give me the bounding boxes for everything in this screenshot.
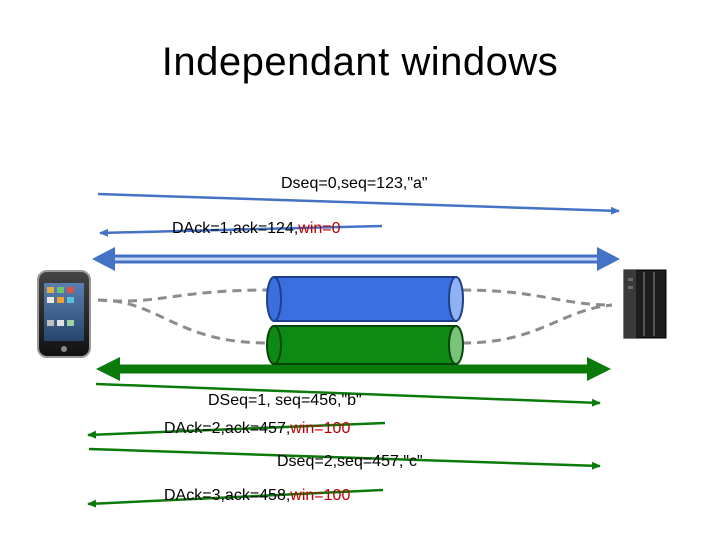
ack-text: DAck=3,ack=458, bbox=[164, 487, 291, 504]
ack-text: DAck=1,ack=124, bbox=[172, 220, 299, 237]
message-label-3: DSeq=1, seq=456,"b" bbox=[208, 392, 362, 409]
message-label-1: Dseq=0,seq=123,"a" bbox=[281, 175, 428, 192]
arrow-m6 bbox=[87, 488, 384, 508]
server-tower-icon bbox=[623, 269, 667, 339]
blue-link-arrow bbox=[92, 247, 620, 271]
smartphone-icon bbox=[37, 270, 91, 358]
message-label-6: DAck=3,ack=458,win=100 bbox=[164, 487, 350, 505]
window-value: win=100 bbox=[290, 420, 351, 437]
message-label-2: DAck=1,ack=124,win=0 bbox=[172, 220, 341, 238]
arrow-m5 bbox=[88, 447, 601, 470]
green-link-arrow bbox=[96, 357, 611, 381]
subflow-dashed-paths bbox=[97, 288, 613, 345]
window-value: win=0 bbox=[298, 220, 341, 237]
blue-subflow-tube bbox=[266, 276, 464, 322]
arrow-m4 bbox=[87, 421, 386, 439]
ack-text: DAck=2,ack=457, bbox=[164, 420, 291, 437]
arrow-m3 bbox=[95, 382, 601, 407]
slide-title: Independant windows bbox=[161, 40, 559, 84]
window-value: win=100 bbox=[290, 487, 351, 504]
arrow-m1 bbox=[97, 192, 620, 215]
message-label-5: Dseq=2,seq=457,"c" bbox=[277, 453, 423, 470]
message-label-4: DAck=2,ack=457,win=100 bbox=[164, 420, 350, 438]
arrow-m2 bbox=[99, 224, 383, 237]
green-subflow-tube bbox=[266, 325, 464, 365]
message-arrows bbox=[87, 192, 620, 508]
